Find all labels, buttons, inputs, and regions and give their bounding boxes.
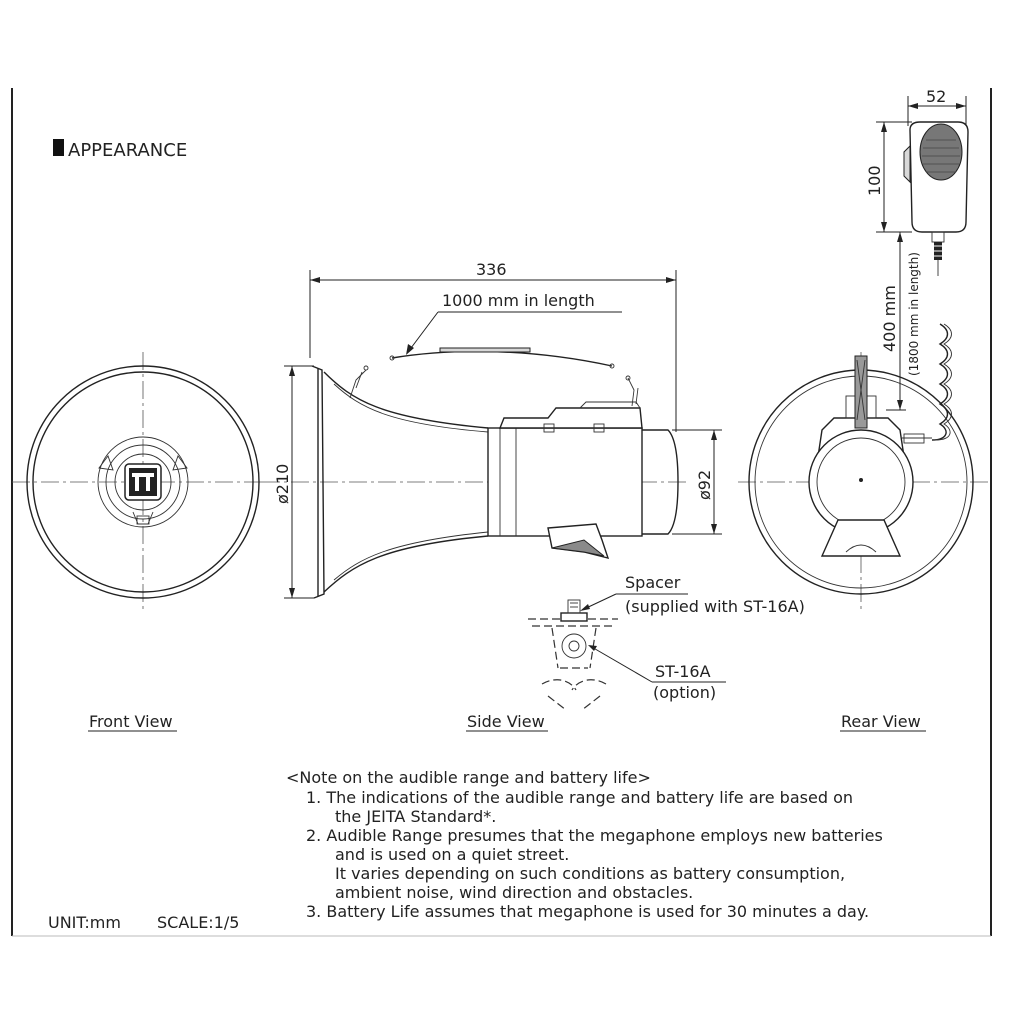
dimension-body-diameter: ø92 (695, 470, 714, 500)
side-view-dimensions (284, 270, 722, 599)
front-view-drawing (12, 352, 262, 612)
label-rear-view: Rear View (841, 712, 921, 731)
note-line-4: and is used on a quiet street. (335, 845, 569, 864)
brand-logo-icon (129, 468, 157, 496)
title-marker-icon (53, 139, 64, 156)
callout-stand: ST-16A (655, 662, 711, 681)
note-line-2: the JEITA Standard*. (335, 807, 496, 826)
dimension-mic-width: 52 (926, 87, 946, 106)
dimension-total-length: 336 (476, 260, 507, 279)
note-line-5: It varies depending on such conditions a… (335, 864, 845, 883)
callout-spacer: Spacer (625, 573, 681, 592)
dimension-strap-length: 1000 mm in length (442, 291, 595, 310)
dimension-cord-extended: (1800 mm in length) (907, 252, 921, 376)
microphone-drawing (903, 121, 969, 276)
dimension-cord-length: 400 mm (880, 285, 899, 352)
dimension-mic-height: 100 (865, 165, 884, 196)
notes-heading: <Note on the audible range and battery l… (286, 768, 651, 787)
note-line-3: 2. Audible Range presumes that the megap… (306, 826, 883, 845)
note-line-7: 3. Battery Life assumes that megaphone i… (306, 902, 869, 921)
footer-scale: SCALE:1/5 (157, 913, 239, 932)
dimension-horn-diameter: ø210 (273, 464, 292, 504)
label-front-view: Front View (89, 712, 173, 731)
side-view-drawing (262, 347, 690, 599)
note-line-1: 1. The indications of the audible range … (306, 788, 853, 807)
callout-stand-note: (option) (653, 683, 716, 702)
note-line-6: ambient noise, wind direction and obstac… (335, 883, 693, 902)
rear-view-drawing (738, 352, 991, 612)
label-side-view: Side View (467, 712, 545, 731)
page-title: APPEARANCE (68, 140, 187, 161)
microphone-dimensions (876, 96, 967, 411)
coiled-cord-drawing (931, 323, 952, 441)
stand-detail-drawing (528, 593, 726, 711)
footer-unit: UNIT:mm (48, 913, 121, 932)
callout-spacer-note: (supplied with ST-16A) (625, 597, 805, 616)
